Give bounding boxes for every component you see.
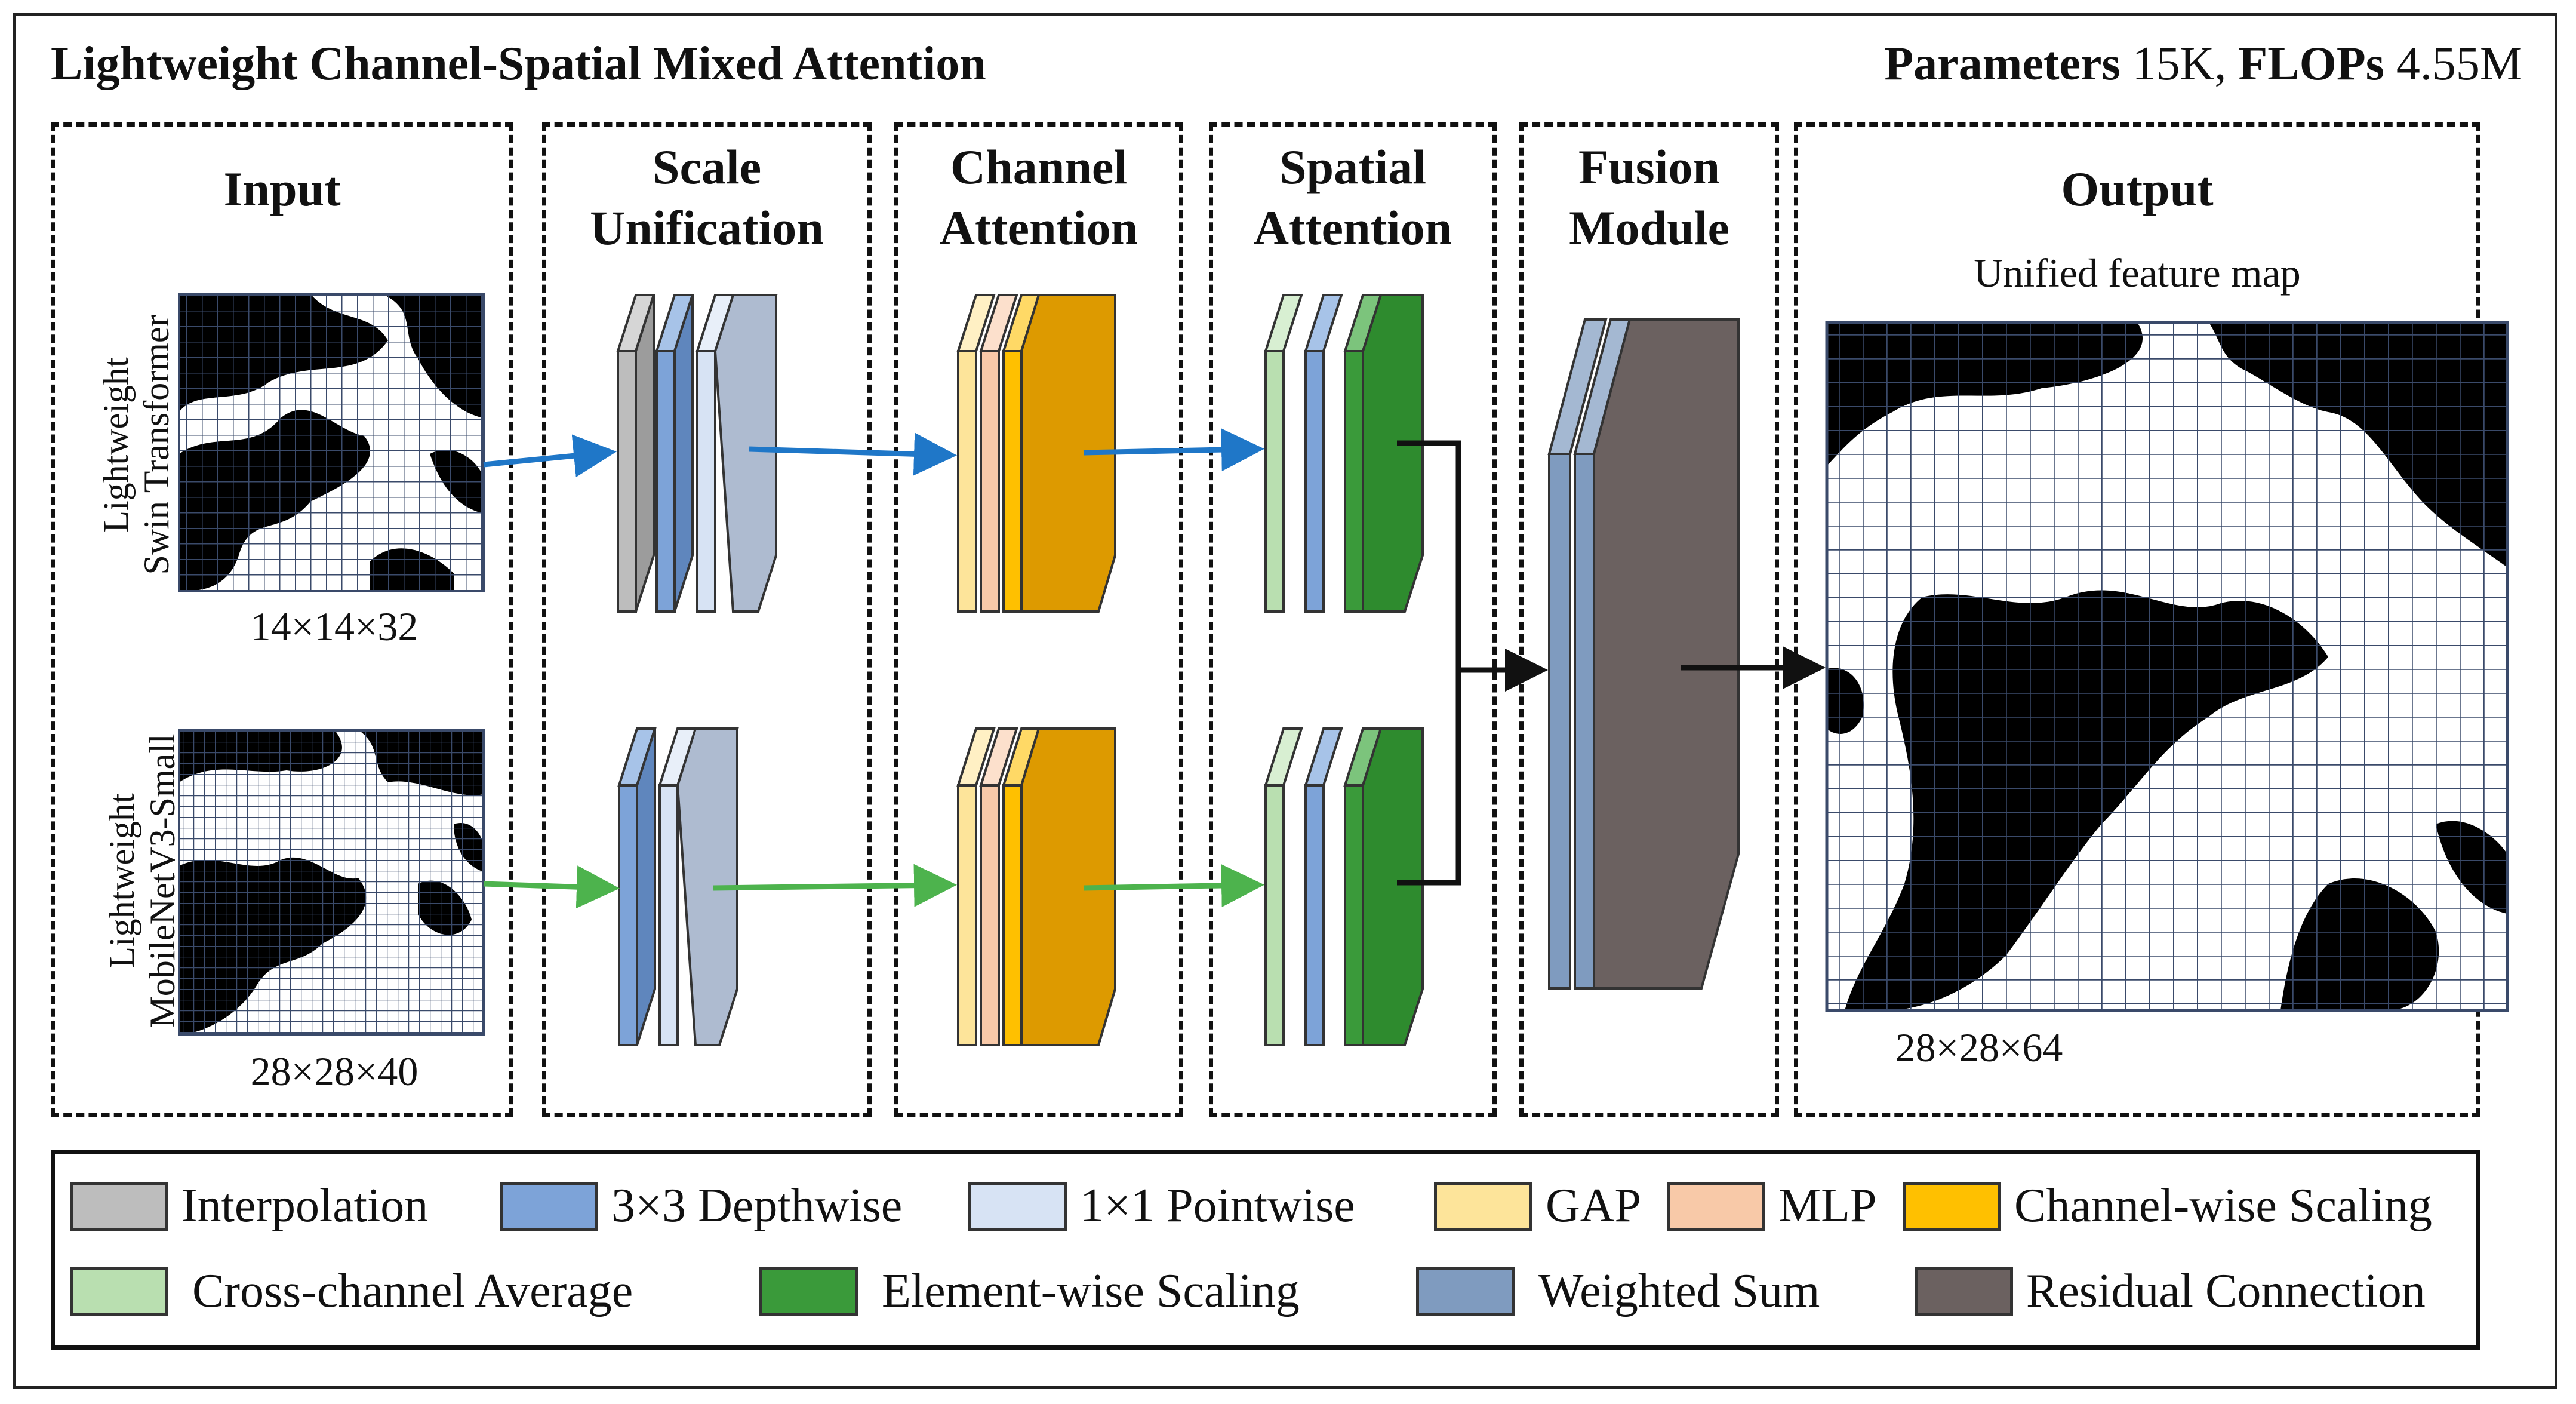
legend-item-mlp: MLP: [1667, 1179, 1877, 1233]
panel-spatial-title-2: Attention: [1253, 201, 1452, 255]
legend-label-gap: GAP: [1546, 1179, 1642, 1232]
params-label: Parameters: [1884, 38, 2120, 90]
scale-top-pointwise-layer: [695, 294, 778, 613]
legend-label-cross-channel-average: Cross-channel Average: [192, 1265, 633, 1317]
output-dims: 28×28×64: [1895, 1025, 2063, 1070]
figure-frame: [13, 13, 2557, 1389]
channel-top-scaling-layer: [1002, 294, 1116, 613]
channel-bottom-scaling-layer: [1002, 727, 1116, 1046]
input-bottom-feature-map: [178, 729, 485, 1036]
legend-swatch-element-scaling: [759, 1267, 858, 1316]
legend-item-element-scaling: Element-wise Scaling: [759, 1264, 1300, 1319]
legend-swatch-residual: [1915, 1267, 2013, 1316]
panel-scale-unification: Scale Unification: [542, 122, 872, 1117]
panel-scale-title-2: Unification: [590, 201, 824, 255]
legend-item-gap: GAP: [1434, 1179, 1641, 1233]
arrow-bottom-input-to-scale: [483, 865, 620, 909]
panel-spatial-attention: Spatial Attention: [1209, 122, 1497, 1117]
output-caption: Unified feature map: [1974, 250, 2301, 296]
legend-label-interpolation: Interpolation: [181, 1179, 429, 1232]
arrow-bottom-channel-to-spatial: [1083, 864, 1264, 907]
panel-scale-title-1: Scale: [652, 140, 762, 194]
legend-item-pointwise: 1×1 Pointwise: [968, 1179, 1355, 1233]
legend: Interpolation 3×3 Depthwise 1×1 Pointwis…: [51, 1150, 2480, 1350]
spatial-top-cross-avg-layer: [1264, 294, 1303, 613]
legend-label-mlp: MLP: [1778, 1179, 1877, 1232]
panel-channel-title-2: Attention: [939, 201, 1138, 255]
legend-label-weighted-sum: Weighted Sum: [1538, 1265, 1820, 1317]
legend-item-cross-channel-average: Cross-channel Average: [70, 1264, 633, 1319]
panel-output-title: Output: [2061, 162, 2214, 216]
fusion-weighted-sum-layer: [1547, 318, 1608, 990]
legend-item-weighted-sum: Weighted Sum: [1416, 1264, 1820, 1319]
legend-swatch-depthwise: [500, 1181, 598, 1231]
input-top-dims: 14×14×32: [250, 604, 418, 649]
channel-top-mlp-layer: [979, 294, 1018, 613]
panel-spatial-title-1: Spatial: [1279, 140, 1427, 194]
input-bottom-dims: 28×28×40: [250, 1049, 418, 1094]
legend-item-channel-scaling: Channel-wise Scaling: [1903, 1179, 2432, 1233]
legend-item-depthwise: 3×3 Depthwise: [500, 1179, 902, 1233]
arrow-top-scale-to-channel: [749, 432, 957, 476]
legend-swatch-mlp: [1667, 1181, 1765, 1231]
spatial-top-element-scaling-layer: [1343, 294, 1424, 613]
legend-label-depthwise: 3×3 Depthwise: [611, 1179, 903, 1232]
legend-label-element-scaling: Element-wise Scaling: [882, 1265, 1300, 1317]
params-value: 15K,: [2132, 38, 2227, 90]
output-feature-map: [1825, 321, 2509, 1012]
panel-fusion-module: Fusion Module: [1519, 122, 1779, 1117]
legend-swatch-gap: [1434, 1181, 1532, 1231]
spatial-bottom-element-scaling-layer: [1343, 727, 1424, 1046]
channel-bottom-gap-layer: [956, 727, 996, 1046]
legend-swatch-pointwise: [968, 1181, 1067, 1231]
spatial-bottom-depthwise-layer: [1304, 727, 1343, 1046]
legend-swatch-cross-channel-average: [70, 1267, 168, 1316]
panel-input: Input: [51, 122, 513, 1117]
flops-label: FLOPs: [2238, 38, 2384, 90]
arrow-bottom-scale-to-channel: [713, 864, 957, 907]
panel-fusion-title-2: Module: [1569, 201, 1729, 255]
spatial-bottom-cross-avg-layer: [1264, 727, 1303, 1046]
panel-input-title: Input: [223, 162, 341, 216]
panel-channel-title-1: Channel: [950, 140, 1128, 194]
spatial-top-depthwise-layer: [1304, 294, 1343, 613]
legend-item-interpolation: Interpolation: [70, 1179, 428, 1233]
stats-readout: Parameters 15K, FLOPs 4.55M: [1884, 37, 2522, 91]
flops-value: 4.55M: [2396, 38, 2522, 90]
channel-top-gap-layer: [956, 294, 996, 613]
fusion-residual-layer: [1573, 318, 1740, 990]
scale-bottom-depthwise-layer: [617, 727, 657, 1046]
arrow-top-input-to-scale: [483, 434, 617, 478]
panel-fusion-title-1: Fusion: [1578, 140, 1720, 194]
panel-channel-attention: Channel Attention: [894, 122, 1183, 1117]
scale-bottom-pointwise-layer: [658, 727, 739, 1046]
legend-swatch-interpolation: [70, 1181, 168, 1231]
legend-label-pointwise: 1×1 Pointwise: [1080, 1179, 1355, 1232]
legend-swatch-weighted-sum: [1416, 1267, 1515, 1316]
legend-label-channel-scaling: Channel-wise Scaling: [2014, 1179, 2432, 1232]
input-top-feature-map: [178, 293, 485, 592]
legend-item-residual: Residual Connection: [1915, 1264, 2426, 1319]
legend-swatch-channel-scaling: [1903, 1181, 2001, 1231]
channel-bottom-mlp-layer: [979, 727, 1018, 1046]
scale-top-depthwise-layer: [655, 294, 694, 613]
figure-title: Lightweight Channel-Spatial Mixed Attent…: [51, 38, 986, 90]
arrow-top-channel-to-spatial: [1083, 428, 1264, 472]
legend-label-residual: Residual Connection: [2026, 1265, 2426, 1317]
merge-connector: [1397, 440, 1461, 886]
scale-top-interpolation-layer: [616, 294, 655, 613]
